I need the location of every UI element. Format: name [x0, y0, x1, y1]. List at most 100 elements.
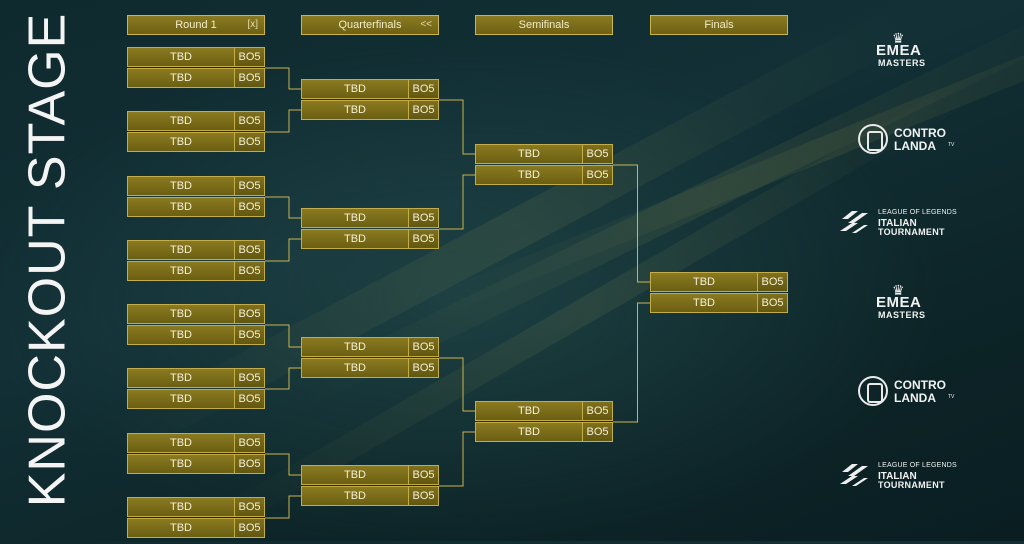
lol-tournament-emblem-icon: [840, 464, 868, 486]
logo-line2: LANDA: [894, 391, 936, 405]
lol-logo: LEAGUE OF LEGENDS ITALIAN TOURNAMENT: [838, 458, 988, 498]
round1-match-3-slot-2[interactable]: TBD BO5: [127, 197, 265, 217]
round1-match-2-slot-1[interactable]: TBD BO5: [127, 111, 265, 131]
round1-match-4-slot-2[interactable]: TBD BO5: [127, 261, 265, 281]
logo-line1: LEAGUE OF LEGENDS: [878, 462, 957, 469]
team-name: TBD: [518, 148, 540, 160]
finals-label: Finals: [704, 19, 734, 31]
round1-match-3-slot-1[interactable]: TBD BO5: [127, 176, 265, 196]
best-of-label: BO5: [408, 80, 438, 98]
logo-line1: EMEA: [876, 294, 922, 311]
semifinal-match-1-slot-1[interactable]: TBD BO5: [475, 144, 613, 164]
team-name: TBD: [344, 341, 366, 353]
best-of-label: BO5: [408, 359, 438, 377]
round1-match-2-slot-2[interactable]: TBD BO5: [127, 132, 265, 152]
round1-match-1-slot-2[interactable]: TBD BO5: [127, 68, 265, 88]
team-name: TBD: [170, 308, 192, 320]
final-match-1-slot-2[interactable]: TBD BO5: [650, 293, 788, 313]
team-name: TBD: [170, 244, 192, 256]
best-of-label: BO5: [582, 166, 612, 184]
team-name: TBD: [693, 297, 715, 309]
best-of-label: BO5: [234, 69, 264, 87]
best-of-label: BO5: [408, 487, 438, 505]
team-name: TBD: [344, 362, 366, 374]
logo-tv: TV: [948, 394, 955, 400]
best-of-label: BO5: [408, 230, 438, 248]
team-name: TBD: [344, 469, 366, 481]
best-of-label: BO5: [234, 198, 264, 216]
team-name: TBD: [344, 83, 366, 95]
logo-line1: CONTRO: [894, 126, 946, 140]
final-match-1-slot-1[interactable]: TBD BO5: [650, 272, 788, 292]
team-name: TBD: [170, 180, 192, 192]
best-of-label: BO5: [582, 402, 612, 420]
crown-icon: ♛: [892, 30, 905, 46]
quarterfinal-match-1-slot-1[interactable]: TBD BO5: [301, 79, 439, 99]
controlanda-emblem-icon: [858, 376, 888, 406]
semifinal-match-2-slot-2[interactable]: TBD BO5: [475, 422, 613, 442]
controlanda-emblem-icon: [858, 124, 888, 154]
team-name: TBD: [170, 201, 192, 213]
best-of-label: BO5: [582, 423, 612, 441]
team-name: TBD: [170, 136, 192, 148]
best-of-label: BO5: [234, 133, 264, 151]
best-of-label: BO5: [234, 112, 264, 130]
team-name: TBD: [170, 393, 192, 405]
best-of-label: BO5: [234, 48, 264, 66]
best-of-label: BO5: [408, 466, 438, 484]
logo-line2: LANDA: [894, 139, 936, 153]
best-of-label: BO5: [234, 177, 264, 195]
logo-line2: MASTERS: [878, 58, 926, 68]
quarterfinal-match-4-slot-2[interactable]: TBD BO5: [301, 486, 439, 506]
best-of-label: BO5: [582, 145, 612, 163]
logo-line1: EMEA: [876, 42, 922, 59]
team-name: TBD: [170, 501, 192, 513]
logo-line1: LEAGUE OF LEGENDS: [878, 209, 957, 216]
team-name: TBD: [344, 490, 366, 502]
best-of-label: BO5: [757, 294, 787, 312]
quarterfinals-header: Quarterfinals <<: [301, 15, 439, 35]
contro-logo: CONTRO LANDA TV: [838, 122, 988, 162]
lol-logo: LEAGUE OF LEGENDS ITALIAN TOURNAMENT: [838, 205, 988, 245]
lol-tournament-emblem-icon: [840, 211, 868, 233]
team-name: TBD: [518, 426, 540, 438]
round1-match-4-slot-1[interactable]: TBD BO5: [127, 240, 265, 260]
quarterfinal-match-3-slot-2[interactable]: TBD BO5: [301, 358, 439, 378]
semifinals-label: Semifinals: [518, 19, 570, 31]
best-of-label: BO5: [234, 519, 264, 537]
emea-logo: ♛ EMEA MASTERS: [838, 282, 988, 322]
emea-logo: ♛ EMEA MASTERS: [838, 30, 988, 70]
logo-line3: TOURNAMENT: [878, 227, 945, 237]
best-of-label: BO5: [757, 273, 787, 291]
team-name: TBD: [170, 265, 192, 277]
team-name: TBD: [693, 276, 715, 288]
best-of-label: BO5: [234, 262, 264, 280]
round1-label: Round 1: [175, 19, 217, 31]
round1-close-button[interactable]: [x]: [247, 19, 258, 30]
quarterfinal-match-4-slot-1[interactable]: TBD BO5: [301, 465, 439, 485]
team-name: TBD: [170, 72, 192, 84]
best-of-label: BO5: [234, 455, 264, 473]
team-name: TBD: [170, 115, 192, 127]
crown-icon: ♛: [892, 282, 905, 298]
best-of-label: BO5: [234, 241, 264, 259]
team-name: TBD: [344, 104, 366, 116]
collapse-left-button[interactable]: <<: [420, 19, 432, 30]
round1-header: Round 1 [x]: [127, 15, 265, 35]
